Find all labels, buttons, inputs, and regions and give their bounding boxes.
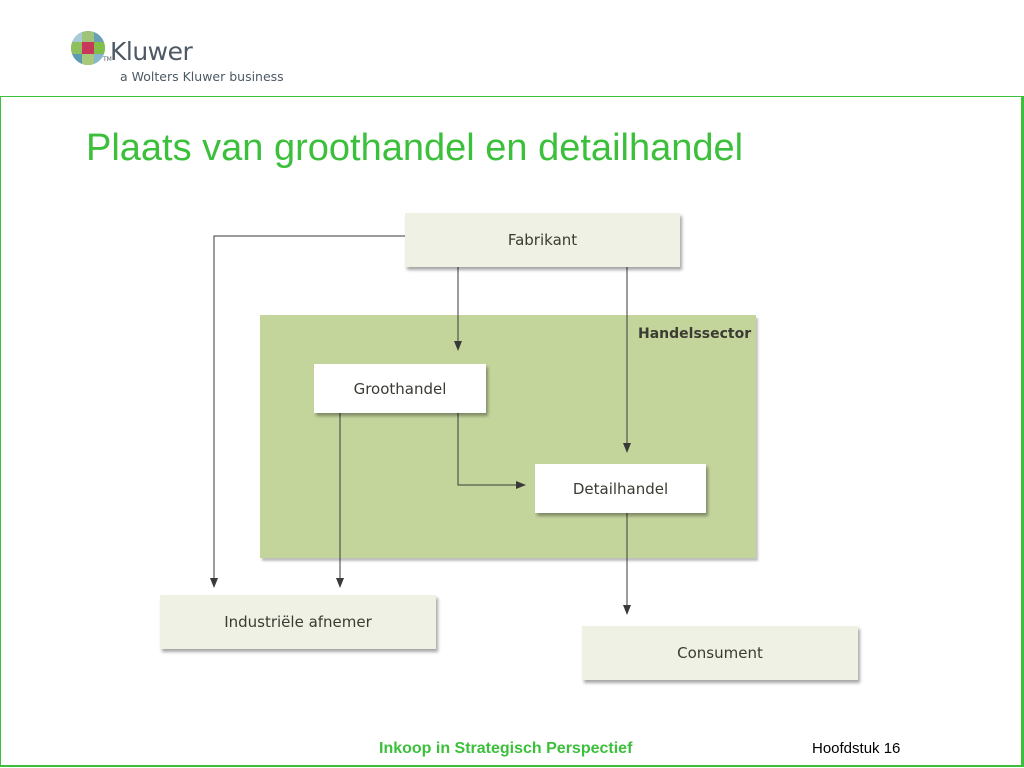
footer-book-title: Inkoop in Strategisch Perspectief <box>379 740 633 757</box>
slide-frame <box>0 96 1022 766</box>
kluwer-logo: TM Kluwer a Wolters Kluwer business <box>70 30 310 90</box>
logo-name: Kluwer <box>110 37 193 66</box>
footer-chapter: Hoofdstuk 16 <box>812 740 901 757</box>
node-consument: Consument <box>582 626 858 680</box>
node-fabrikant-label: Fabrikant <box>507 231 578 249</box>
node-industriele-afnemer: Industriële afnemer <box>160 595 436 649</box>
node-consument-label: Consument <box>677 644 763 662</box>
trade-sector-area <box>260 315 756 558</box>
slide-title: Plaats van groothandel en detailhandel <box>86 127 744 169</box>
slide-frame-bottom-edge <box>0 765 1024 767</box>
arrow-fabrikant-to-industriele-afnemer <box>210 235 405 588</box>
node-fabrikant: Fabrikant <box>405 213 680 267</box>
logo-tagline: a Wolters Kluwer business <box>120 69 284 84</box>
node-groothandel: Groothandel <box>314 364 486 413</box>
kluwer-globe-logo-icon <box>71 31 105 65</box>
node-industriele-afnemer-label: Industriële afnemer <box>224 613 372 631</box>
node-detailhandel: Detailhandel <box>535 464 706 513</box>
arrow-groothandel-to-detailhandel <box>457 413 526 489</box>
slide-frame-right-edge <box>1022 96 1024 767</box>
node-groothandel-label: Groothandel <box>353 379 447 398</box>
trade-sector-label: Handelssector <box>638 326 752 342</box>
node-detailhandel-label: Detailhandel <box>572 479 669 498</box>
logo-trademark: TM <box>103 56 112 63</box>
